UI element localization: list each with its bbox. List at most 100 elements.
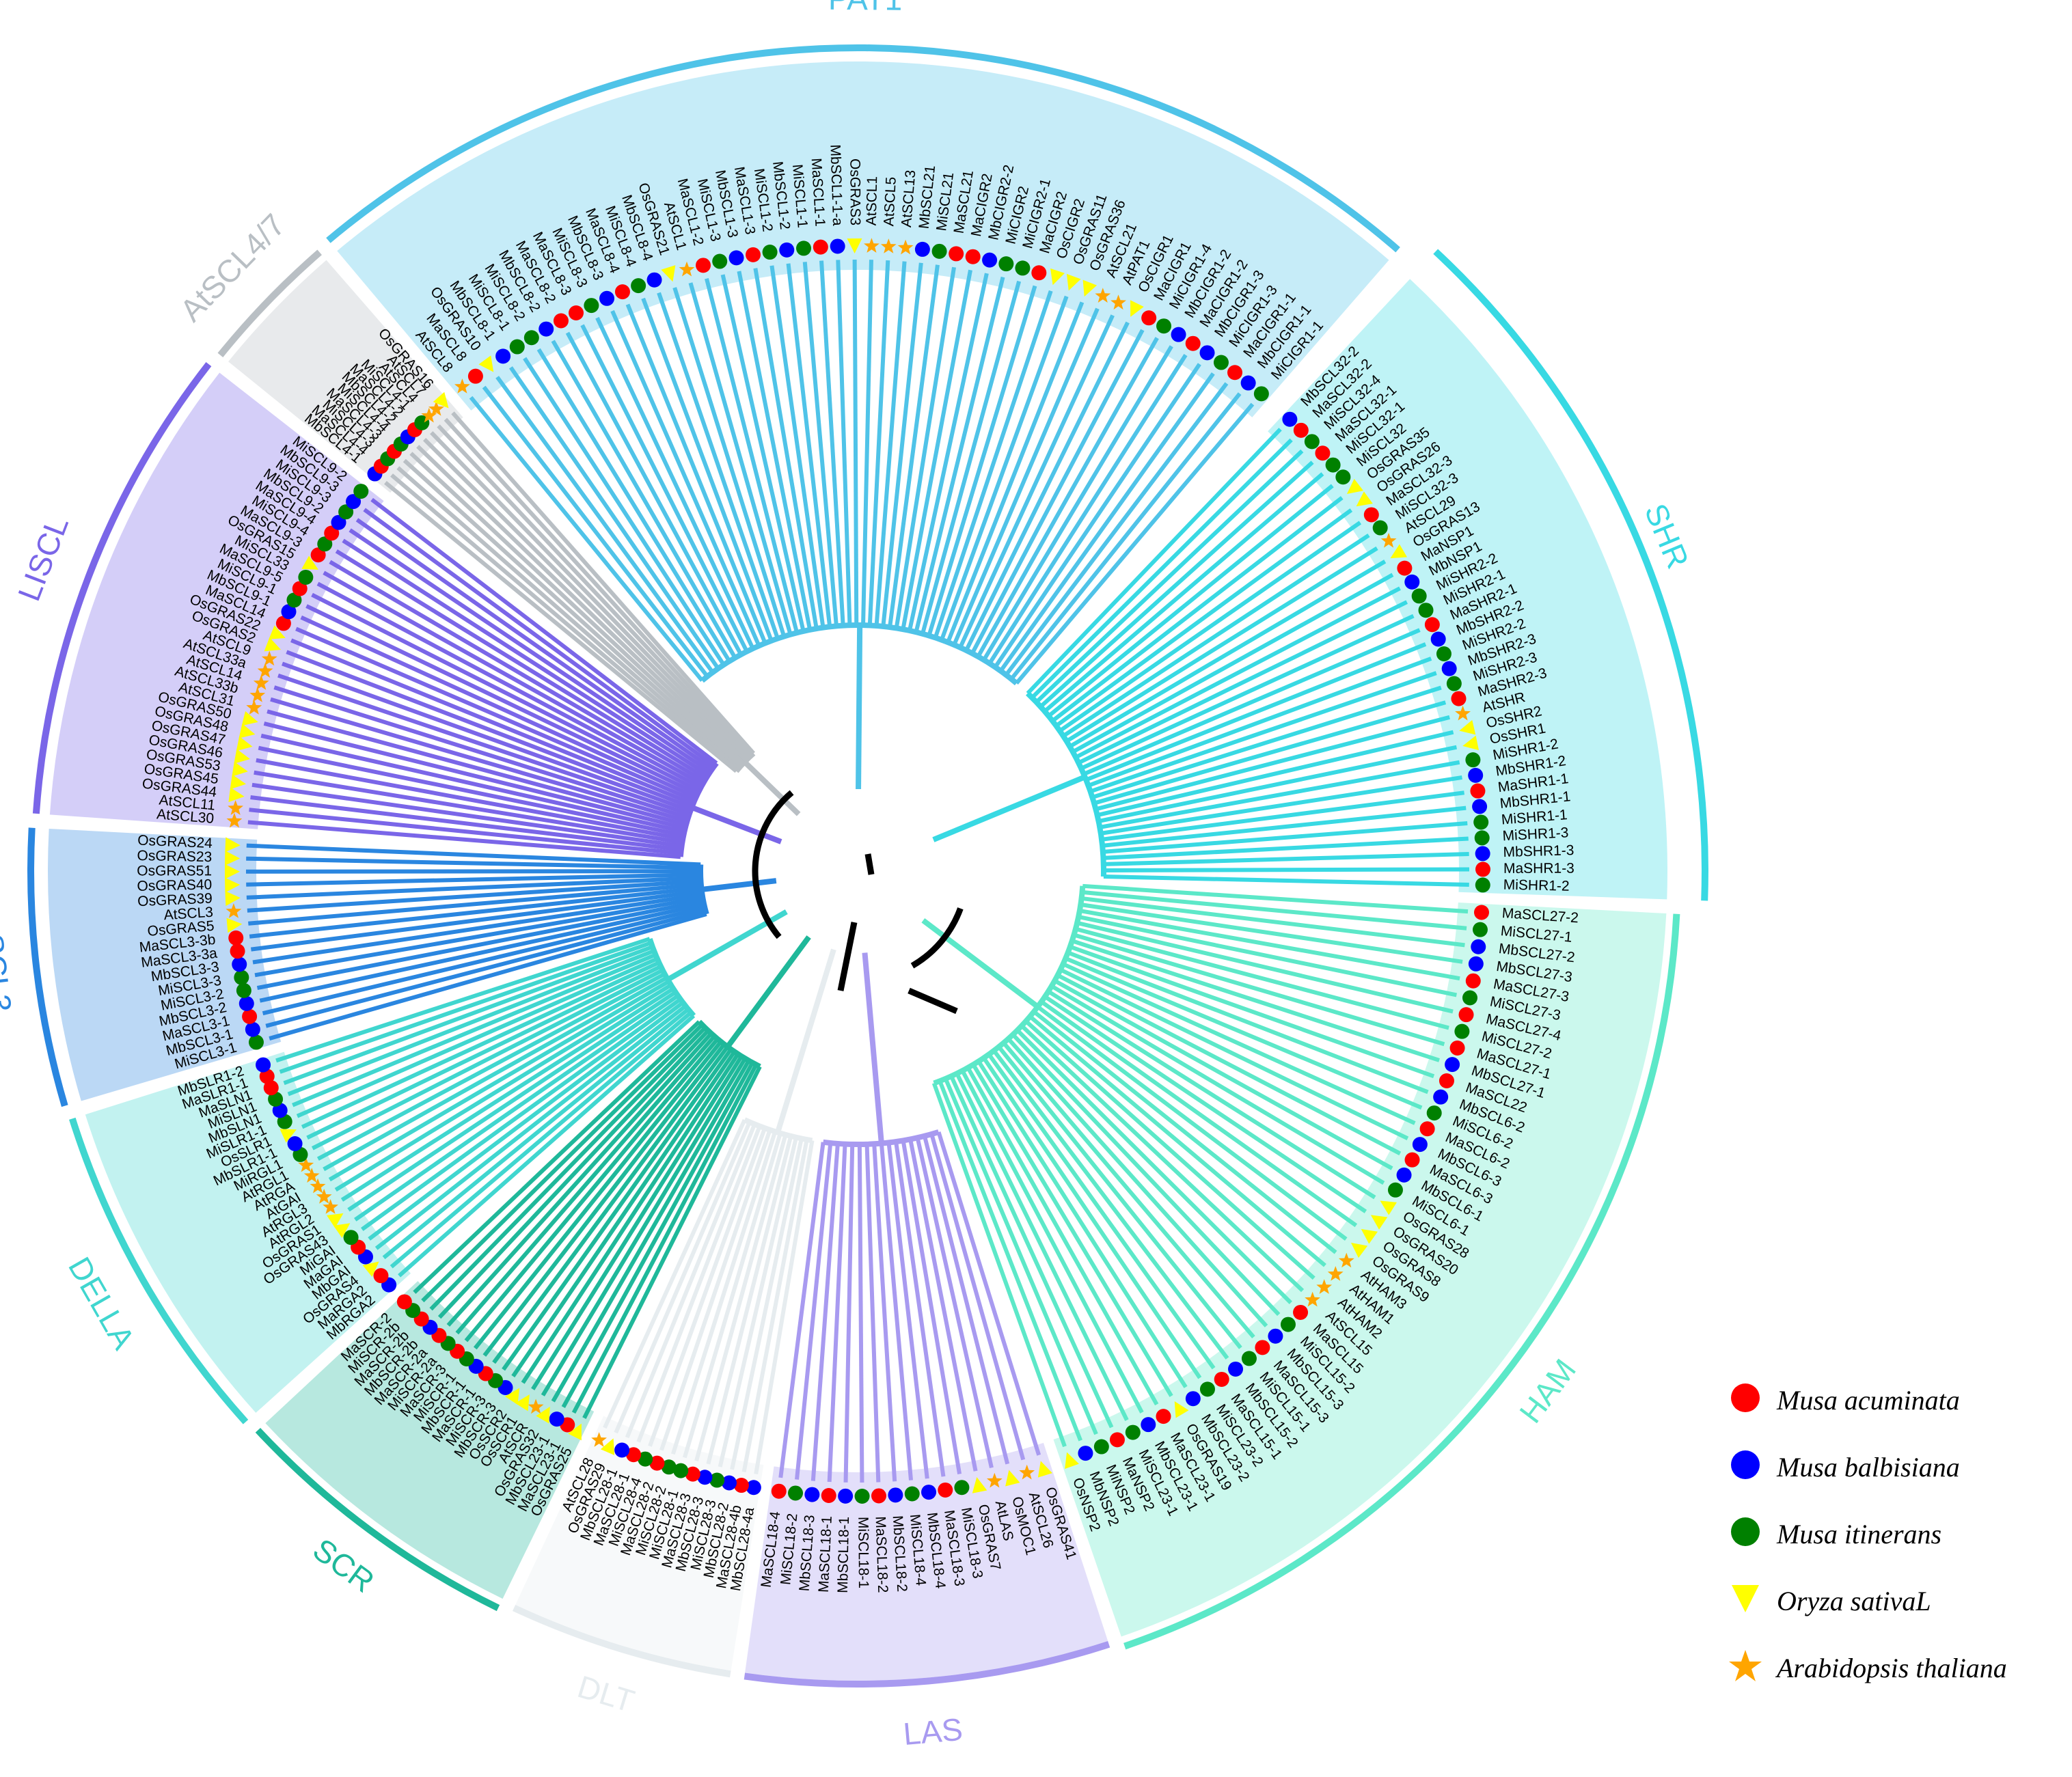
species-marker-circle	[813, 239, 828, 255]
species-marker-triangle	[1380, 1200, 1397, 1215]
leaf-branch	[249, 885, 702, 939]
leaf-branch	[256, 758, 683, 841]
species-marker-triangle	[1130, 300, 1144, 317]
species-marker-circle	[1031, 265, 1047, 281]
leaf-branch	[316, 972, 666, 1161]
species-marker-triangle	[515, 1394, 530, 1411]
leaf-branch	[363, 508, 716, 768]
species-marker-circle	[1475, 877, 1490, 893]
species-marker-circle	[733, 1478, 749, 1493]
leaf-branch	[987, 1053, 1216, 1370]
leaf-label: OsGRAS39	[137, 891, 213, 910]
leaf-branch	[396, 466, 741, 769]
leaf-branch	[1101, 790, 1464, 842]
leaf-branch	[413, 1020, 701, 1294]
leaf-branch	[603, 1118, 747, 1429]
clade-shading	[745, 1442, 1108, 1681]
leaf-branch	[718, 1137, 798, 1468]
species-marker-triangle	[1037, 1461, 1052, 1478]
species-marker-circle	[245, 1021, 260, 1037]
species-marker-circle	[248, 1034, 264, 1050]
clade-stem	[921, 918, 1039, 1009]
leaf-branch	[802, 262, 839, 626]
leaf-branch	[1062, 534, 1370, 738]
leaf-branch	[949, 1075, 1114, 1429]
leaf-branch	[374, 1004, 687, 1250]
leaf-branch	[283, 945, 653, 1086]
species-marker-circle	[1280, 1317, 1296, 1332]
leaf-label: MaSHR1-3	[1503, 861, 1575, 877]
leaf-branch	[936, 1131, 1041, 1456]
leaf-branch	[1103, 867, 1470, 872]
leaf-branch	[1072, 573, 1394, 754]
species-marker-circle	[1141, 1417, 1156, 1433]
leaf-branch	[1080, 614, 1415, 771]
leaf-branch	[260, 733, 685, 834]
species-marker-circle	[1325, 457, 1341, 473]
leaf-branch	[843, 1144, 855, 1483]
clade-label: DLT	[573, 1668, 638, 1719]
leaf-branch	[305, 604, 699, 796]
species-marker-circle	[1241, 1351, 1257, 1366]
leaf-branch	[248, 882, 702, 926]
species-marker-circle	[1240, 375, 1256, 391]
species-marker-star	[316, 1189, 332, 1204]
leaf-branch	[282, 661, 692, 813]
yellow-triangle-icon	[1732, 1585, 1759, 1612]
leaf-branch	[1031, 438, 1293, 700]
species-marker-circle	[236, 982, 251, 998]
clade-shading	[48, 828, 282, 1101]
leaf-branch	[295, 626, 696, 803]
leaf-branch	[267, 709, 687, 827]
species-marker-circle	[467, 368, 483, 384]
clade-stem	[856, 624, 863, 790]
species-marker-triangle	[600, 1438, 615, 1455]
leaf-branch	[1081, 896, 1465, 948]
leaf-branch	[595, 316, 755, 650]
red-circle-icon	[1731, 1383, 1760, 1412]
species-marker-circle	[331, 514, 346, 530]
species-marker-circle	[1436, 646, 1451, 661]
leaf-branch	[992, 1049, 1229, 1360]
leaf-branch	[254, 770, 683, 845]
species-marker-circle	[539, 321, 554, 337]
leaf-branch	[521, 1053, 740, 1384]
leaf-branch	[1036, 1005, 1348, 1241]
leaf-label: MbSHR1-3	[1503, 842, 1574, 860]
leaf-branch	[852, 259, 859, 626]
clade-ring	[512, 1604, 731, 1678]
leaf-label: MbSCL1-1-a	[827, 144, 845, 226]
species-marker-circle	[1315, 445, 1331, 461]
species-marker-triangle	[661, 265, 676, 282]
leaf-branch	[296, 956, 659, 1118]
species-marker-circle	[310, 547, 326, 563]
clade-stem	[932, 774, 1087, 842]
species-marker-star	[257, 663, 273, 678]
leaf-branch	[1007, 1037, 1268, 1327]
species-marker-star	[864, 238, 880, 253]
leaf-branch	[927, 285, 1037, 637]
leaf-branch	[1082, 628, 1421, 776]
species-marker-circle	[1441, 661, 1457, 676]
species-marker-circle	[256, 1057, 271, 1073]
species-marker-triangle	[280, 1129, 297, 1143]
green-circle-icon	[1731, 1517, 1760, 1546]
species-marker-circle	[854, 1488, 870, 1504]
species-marker-circle	[649, 1455, 665, 1471]
leaf-branch	[502, 1048, 733, 1371]
species-marker-circle	[1396, 1167, 1412, 1183]
leaf-branch	[971, 1063, 1173, 1397]
species-marker-circle	[292, 581, 308, 596]
species-marker-triangle	[241, 711, 258, 726]
species-marker-star	[1019, 1464, 1035, 1480]
leaf-branch	[416, 445, 746, 764]
species-marker-circle	[1141, 310, 1157, 326]
species-marker-triangle	[1050, 268, 1065, 286]
species-marker-circle	[242, 1008, 258, 1024]
leaf-branch	[987, 353, 1188, 665]
species-marker-circle	[263, 1080, 279, 1096]
species-marker-triangle	[1370, 1215, 1388, 1230]
species-marker-circle	[697, 1470, 713, 1485]
clade-ring	[217, 249, 322, 357]
leaf-branch	[1100, 775, 1462, 836]
